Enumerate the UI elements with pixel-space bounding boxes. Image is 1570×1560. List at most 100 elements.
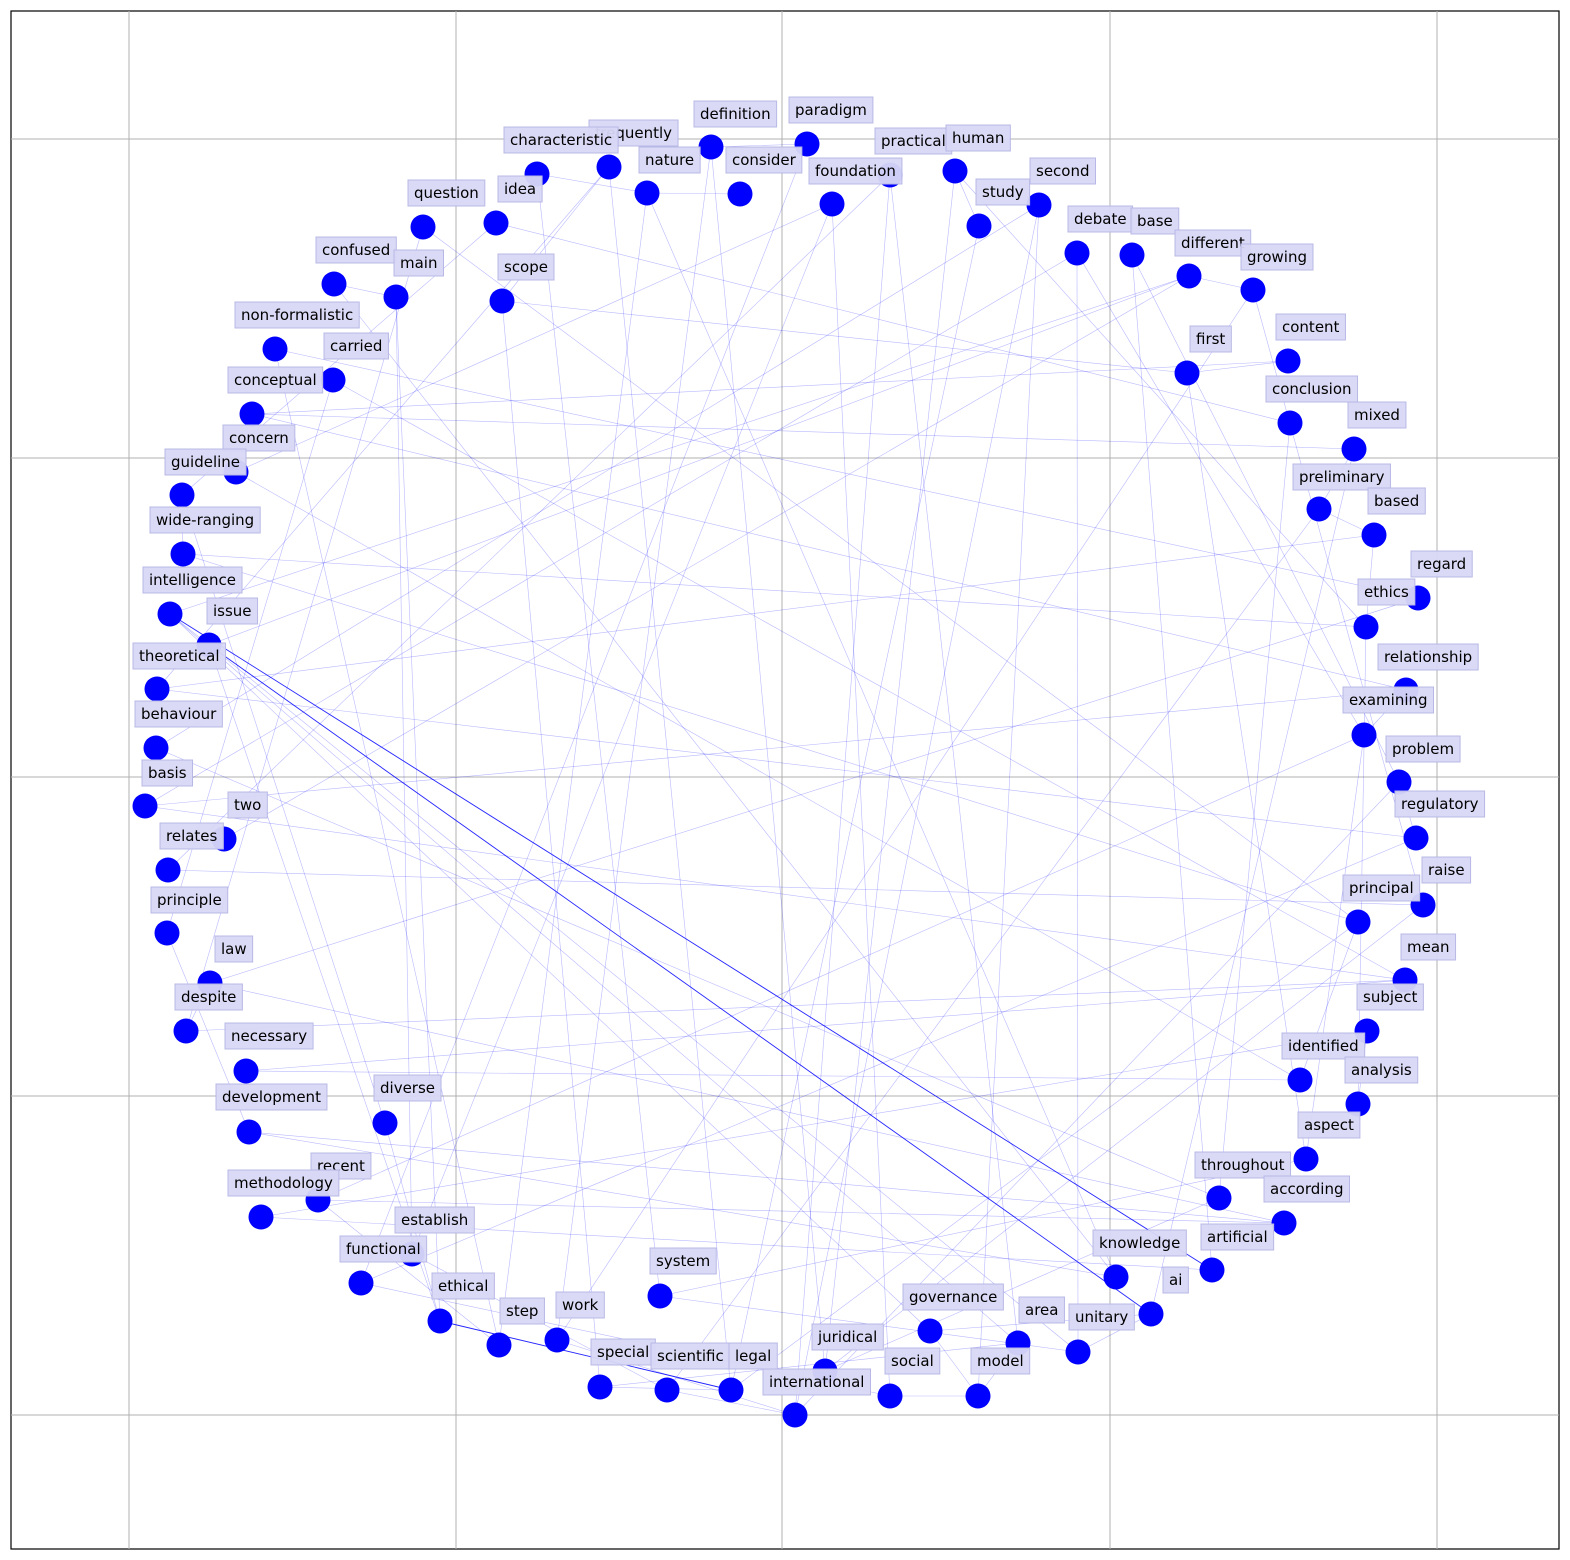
- node-label-behaviour: behaviour: [134, 700, 223, 728]
- node-label-raise: raise: [1421, 856, 1472, 884]
- node-label-text: debate: [1074, 210, 1127, 228]
- node-label-relates: relates: [159, 822, 224, 850]
- edge-examining-recent: [317, 734, 1365, 1201]
- edge-basis-mean: [144, 805, 1406, 981]
- edge-examining-aspect: [1305, 734, 1365, 1160]
- node-according: [1271, 1210, 1297, 1236]
- edge-second-behaviour: [155, 204, 1040, 749]
- node-label-text: examining: [1349, 691, 1428, 709]
- node-label-text: regard: [1417, 555, 1466, 573]
- node-label-box: [1275, 313, 1346, 341]
- node-behaviour: [143, 735, 169, 761]
- node-label-text: principal: [1349, 879, 1414, 897]
- node-label-text: scope: [504, 258, 548, 276]
- edge-juridical-human: [824, 170, 956, 1372]
- edge-main-ethical: [395, 296, 441, 1322]
- node-label-analysis: analysis: [1344, 1056, 1419, 1084]
- node-label-diverse: diverse: [373, 1074, 442, 1102]
- node-label-box: [1265, 375, 1359, 403]
- node-label-two: two: [227, 791, 268, 819]
- node-label-box: [638, 146, 701, 174]
- edge-definition-work: [556, 146, 712, 1341]
- node-guideline: [169, 482, 195, 508]
- node-label-box: [902, 1283, 1004, 1311]
- node-label-box: [808, 157, 903, 185]
- edge-throughout-juridical: [824, 1197, 1220, 1372]
- node-label-box: [1356, 983, 1424, 1011]
- node-label-based: based: [1367, 487, 1426, 515]
- node-label-text: conclusion: [1272, 380, 1352, 398]
- edge-international-second: [794, 204, 1040, 1416]
- node-label-text: preliminary: [1299, 468, 1385, 486]
- edge-regard-law: [209, 597, 1419, 984]
- node-label-text: ethical: [438, 1277, 488, 1295]
- node-development: [236, 1119, 262, 1145]
- node-step: [486, 1332, 512, 1358]
- node-label-box: [497, 175, 543, 203]
- node-carried: [320, 367, 346, 393]
- node-label-box: [1292, 463, 1391, 491]
- node-label-text: confused: [322, 241, 390, 259]
- node-label-text: nature: [645, 151, 694, 169]
- node-label-main: main: [393, 249, 444, 277]
- edge-study-legal: [730, 225, 980, 1391]
- node-label-box: [1281, 1032, 1366, 1060]
- node-label-text: according: [1270, 1180, 1343, 1198]
- node-label-box: [503, 126, 619, 154]
- node-label-text: scientific: [657, 1347, 724, 1365]
- node-label-knowledge: knowledge: [1092, 1229, 1187, 1257]
- node-label-scope: scope: [497, 253, 555, 281]
- edge-content-conceptual: [251, 360, 1289, 415]
- node-label-practical: practical: [874, 127, 953, 155]
- node-label-box: [1174, 229, 1252, 257]
- node-label-box: [497, 253, 555, 281]
- node-label-text: international: [769, 1373, 864, 1391]
- node-label-box: [1240, 243, 1314, 271]
- node-label-text: intelligence: [149, 571, 236, 589]
- node-label-box: [945, 124, 1011, 152]
- node-label-box: [339, 1235, 428, 1263]
- node-based: [1361, 522, 1387, 548]
- node-despite: [173, 1018, 199, 1044]
- node-label-box: [975, 178, 1031, 206]
- node-label-box: [499, 1297, 545, 1325]
- node-label-special: special: [590, 1338, 656, 1366]
- node-label-text: two: [234, 796, 261, 814]
- node-international: [782, 1402, 808, 1428]
- node-label-text: subject: [1363, 988, 1417, 1006]
- node-label-box: [1200, 1223, 1275, 1251]
- node-label-box: [174, 983, 243, 1011]
- edge-confused-knowledge: [333, 283, 1117, 1278]
- node-label-box: [142, 566, 243, 594]
- node-necessary: [233, 1058, 259, 1084]
- node-label-text: system: [656, 1252, 710, 1270]
- node-label-box: [227, 791, 268, 819]
- node-label-problem: problem: [1385, 735, 1461, 763]
- node-label-text: raise: [1428, 861, 1465, 879]
- node-question: [410, 214, 436, 240]
- node-label-box: [149, 506, 261, 534]
- node-label-non-formalistic: non-formalistic: [234, 301, 360, 329]
- node-label-text: aspect: [1304, 1116, 1354, 1134]
- node-label-box: [134, 700, 223, 728]
- node-label-conceptual: conceptual: [227, 366, 324, 394]
- edge-debate-basis: [144, 252, 1078, 807]
- node-label-box: [728, 1342, 778, 1370]
- edge-foundation-concern: [235, 203, 833, 473]
- node-label-box: [1297, 1111, 1361, 1139]
- node-label-box: [1029, 157, 1096, 185]
- node-label-text: establish: [401, 1211, 468, 1229]
- edge-conclusion-throughout: [1218, 422, 1291, 1199]
- node-label-text: juridical: [817, 1328, 877, 1346]
- node-label-box: [1342, 874, 1421, 902]
- node-label-box: [1189, 325, 1232, 353]
- node-label-concern: concern: [222, 424, 296, 452]
- edge-relationship-basis: [144, 689, 1407, 807]
- edge-establish-foundation: [411, 203, 833, 1255]
- node-label-text: model: [977, 1352, 1024, 1370]
- node-label-text: area: [1025, 1301, 1058, 1319]
- node-label-mean: mean: [1400, 933, 1457, 961]
- node-label-unitary: unitary: [1068, 1303, 1135, 1331]
- node-label-text: step: [506, 1302, 538, 1320]
- node-label-throughout: throughout: [1194, 1151, 1292, 1179]
